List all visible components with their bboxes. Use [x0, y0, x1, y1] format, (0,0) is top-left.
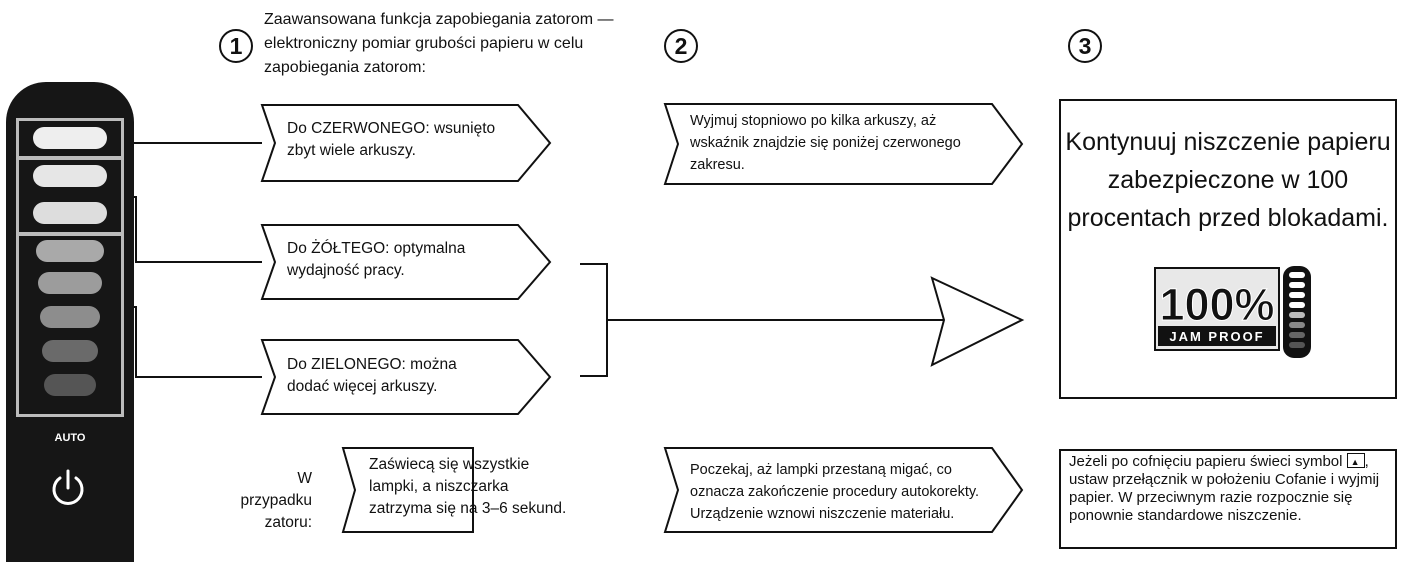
jam-proof-badge: 100% JAM PROOF — [1153, 266, 1313, 360]
green-callout-text: Do ZIELONEGO: można dodać więcej arkuszy… — [287, 356, 457, 395]
jam-callout-shape — [341, 447, 474, 533]
remove-callout-shape — [663, 103, 1024, 185]
big-arrow — [930, 276, 1025, 367]
step-1-heading: Zaawansowana funkcja zapobiegania zatoro… — [264, 11, 614, 76]
green-callout-shape — [260, 339, 552, 415]
badge-caption: JAM PROOF — [1169, 329, 1264, 344]
indicator-led-7 — [42, 340, 98, 362]
remove-callout-text: Wyjmuj stopniowo po kilka arkuszy, aż ws… — [690, 113, 961, 173]
red-callout-text: Do CZERWONEGO: wsunięto zbyt wiele arkus… — [287, 120, 496, 159]
step-3-badge: 3 — [1068, 29, 1102, 63]
reverse-note: Jeżeli po cofnięciu papieru świeci symbo… — [1059, 449, 1397, 549]
indicator-led-6 — [40, 306, 100, 328]
note-text-end: , ustaw przełącznik w położeniu Cofanie … — [1069, 453, 1380, 524]
note-text-start: Jeżeli po cofnięciu papieru świeci symbo… — [1069, 453, 1343, 470]
jam-callout-text: Zaświecą się wszystkie lampki, a niszcza… — [369, 456, 567, 517]
control-panel: AUTO — [6, 82, 134, 562]
result-box: Kontynuuj niszczenie papieru zabezpieczo… — [1059, 99, 1397, 399]
wait-callout-text: Poczekaj, aż lampki przestaną migać, co … — [690, 462, 980, 522]
merge-bracket — [580, 263, 608, 377]
power-icon[interactable] — [46, 466, 90, 510]
result-text: Kontynuuj niszczenie papieru zabezpieczo… — [1065, 128, 1391, 232]
auto-label: AUTO — [54, 432, 86, 444]
yellow-callout-text: Do ŻÓŁTEGO: optymalna wydajność pracy. — [287, 240, 466, 279]
wait-callout-shape — [663, 447, 1024, 533]
step-2-badge: 2 — [664, 29, 698, 63]
green-connector — [114, 306, 262, 378]
yellow-connector — [114, 196, 262, 263]
jam-label: W przypadku zatoru: — [240, 470, 312, 531]
indicator-led-2 — [33, 165, 107, 187]
indicator-led-4 — [36, 240, 104, 262]
indicator-led-8 — [44, 374, 96, 396]
indicator-led-3 — [33, 202, 107, 224]
yellow-callout-shape — [260, 224, 552, 300]
indicator-led-1 — [33, 127, 107, 149]
green-zone-frame — [16, 233, 124, 417]
reverse-symbol-icon — [1346, 453, 1365, 471]
badge-percent: 100% — [1159, 279, 1274, 330]
diagram-lines — [114, 103, 1025, 533]
step-1-badge: 1 — [219, 29, 253, 63]
red-callout-shape — [260, 104, 552, 182]
indicator-led-5 — [38, 272, 102, 294]
